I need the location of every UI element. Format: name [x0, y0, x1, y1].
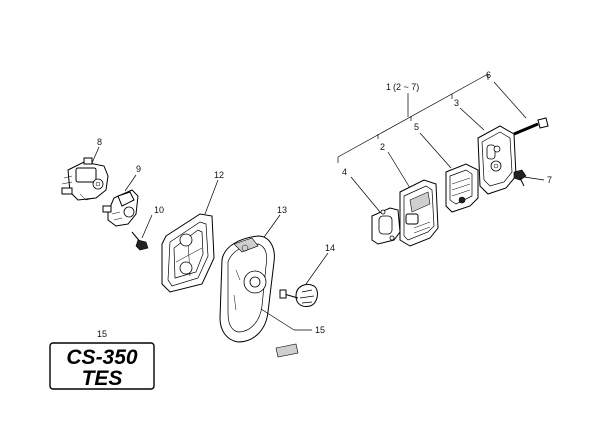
callout-1: 1	[386, 82, 391, 92]
callout-5: 5	[414, 122, 419, 132]
cover-label-part	[260, 308, 312, 358]
callout-4: 4	[342, 167, 347, 177]
callout-15-cover: 15	[315, 325, 325, 335]
air-cleaner-cover-part	[219, 214, 281, 343]
screw-part-10	[131, 214, 153, 251]
air-filter-element-part	[161, 179, 219, 293]
cover-screw-part	[513, 169, 545, 187]
callout-2: 2	[380, 142, 385, 152]
muffler-bolt-part	[493, 81, 549, 136]
callout-14: 14	[325, 243, 335, 253]
muffler-baffle-part	[419, 132, 479, 213]
decal-line-1: CS-350	[66, 346, 138, 369]
callout-10: 10	[154, 205, 164, 215]
callout-1-range: (2 ~ 7)	[393, 82, 419, 92]
carburetor-part	[61, 146, 109, 201]
callout-15-decal: 15	[97, 329, 107, 339]
callout-13: 13	[277, 205, 287, 215]
muffler-body-part	[387, 151, 439, 247]
decal-line-2: TES	[82, 367, 123, 390]
callout-labels: 1 (2 ~ 7) 2 3 4 5 6 7 8 9 10 12 13 14 15…	[97, 70, 552, 339]
cover-knob-part	[279, 252, 329, 307]
muffler-cover-part	[459, 107, 517, 195]
muffler-gasket-part	[350, 176, 401, 245]
callout-12: 12	[214, 170, 224, 180]
callout-8: 8	[97, 137, 102, 147]
assembly-bracket	[337, 73, 489, 163]
model-decal: CS-350 TES	[49, 342, 155, 390]
callout-9: 9	[136, 164, 141, 174]
callout-7: 7	[547, 175, 552, 185]
callout-6: 6	[486, 70, 491, 80]
callout-3: 3	[454, 98, 459, 108]
intake-bracket-part	[102, 174, 139, 227]
